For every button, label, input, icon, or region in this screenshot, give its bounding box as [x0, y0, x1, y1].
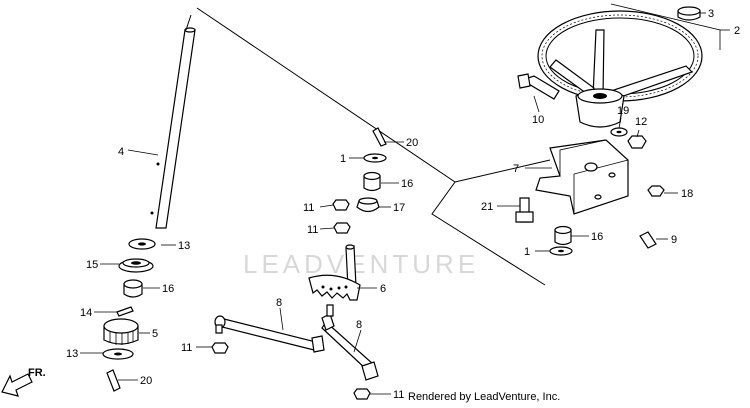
- wheel-cap-3: [677, 6, 701, 21]
- callout-1-upper: 1: [340, 153, 346, 165]
- pinion-gear-5: [103, 318, 139, 345]
- nut-11-mid: [333, 222, 351, 234]
- callout-8-right: 8: [356, 319, 362, 331]
- bushing-16-center: [363, 171, 381, 192]
- washer-1-upper: [363, 153, 387, 163]
- watermark: LEADVENTURE: [243, 249, 479, 279]
- bolt-10: [517, 73, 560, 100]
- bushing-16-left: [123, 279, 143, 298]
- callout-2: 2: [734, 25, 740, 37]
- callout-17: 17: [393, 202, 405, 214]
- bolt-21: [515, 197, 534, 223]
- callout-labels: 4 13 15 16 14 5 13 20 20 1 16 11 17 11 6…: [66, 8, 740, 401]
- callout-10: 10: [532, 114, 544, 126]
- nut-11-upper: [332, 199, 350, 211]
- callout-6: 6: [380, 283, 386, 295]
- callout-20-upper: 20: [406, 137, 418, 149]
- bushing-17: [356, 197, 380, 213]
- callout-16-right: 16: [591, 231, 603, 243]
- washer-15: [118, 258, 154, 273]
- bolt-9: [639, 231, 657, 249]
- callout-15: 15: [86, 259, 98, 271]
- tie-rod-8-right: [321, 304, 379, 381]
- callout-9: 9: [671, 234, 677, 246]
- callout-11-lower-right: 11: [393, 389, 404, 401]
- front-direction-label: FR.: [28, 367, 46, 379]
- washer-13-lower: [102, 348, 134, 360]
- callout-7: 7: [513, 163, 519, 175]
- front-direction-indicator: FR.: [1, 367, 46, 397]
- callout-16-left: 16: [162, 283, 174, 295]
- nut-11-lower-right: [353, 388, 371, 400]
- callout-13-upper: 13: [178, 240, 190, 252]
- washer-19: [610, 127, 628, 137]
- callout-11-mid: 11: [307, 224, 318, 236]
- callout-20-lower: 20: [140, 375, 152, 387]
- callout-5: 5: [152, 328, 158, 340]
- callout-18: 18: [681, 188, 693, 200]
- callout-8-left: 8: [276, 297, 282, 309]
- nut-11-lower-left: [211, 342, 229, 354]
- callout-14: 14: [80, 307, 92, 319]
- callout-16-center: 16: [401, 178, 413, 190]
- cotter-pin-20-lower: [106, 369, 121, 392]
- callout-3: 3: [708, 8, 714, 20]
- tie-rod-8-left: [214, 315, 325, 353]
- bolt-18: [647, 185, 665, 197]
- callout-11-lower-left: 11: [181, 342, 192, 354]
- callout-21: 21: [481, 201, 493, 213]
- callout-12: 12: [635, 116, 647, 128]
- steering-bracket-7: [535, 139, 629, 215]
- cotter-pin-20-upper: [372, 127, 387, 147]
- bushing-16-right: [554, 225, 572, 246]
- render-credit: Rendered by LeadVenture, Inc.: [408, 391, 560, 403]
- sector-gear-6: [308, 244, 361, 301]
- callout-19: 19: [617, 105, 629, 117]
- callout-4: 4: [118, 146, 124, 158]
- steering-shaft: [150, 14, 196, 229]
- washer-1-lower: [549, 246, 573, 256]
- group-outline: [196, 7, 551, 286]
- nut-12: [627, 135, 647, 149]
- leader-lines: [80, 3, 730, 395]
- callout-11-upper: 11: [303, 202, 314, 214]
- washer-13-upper: [128, 238, 156, 250]
- steering-wheel: [537, 10, 703, 128]
- callout-13-lower: 13: [66, 348, 78, 360]
- pin-14: [116, 306, 134, 317]
- callout-1-lower: 1: [524, 246, 530, 258]
